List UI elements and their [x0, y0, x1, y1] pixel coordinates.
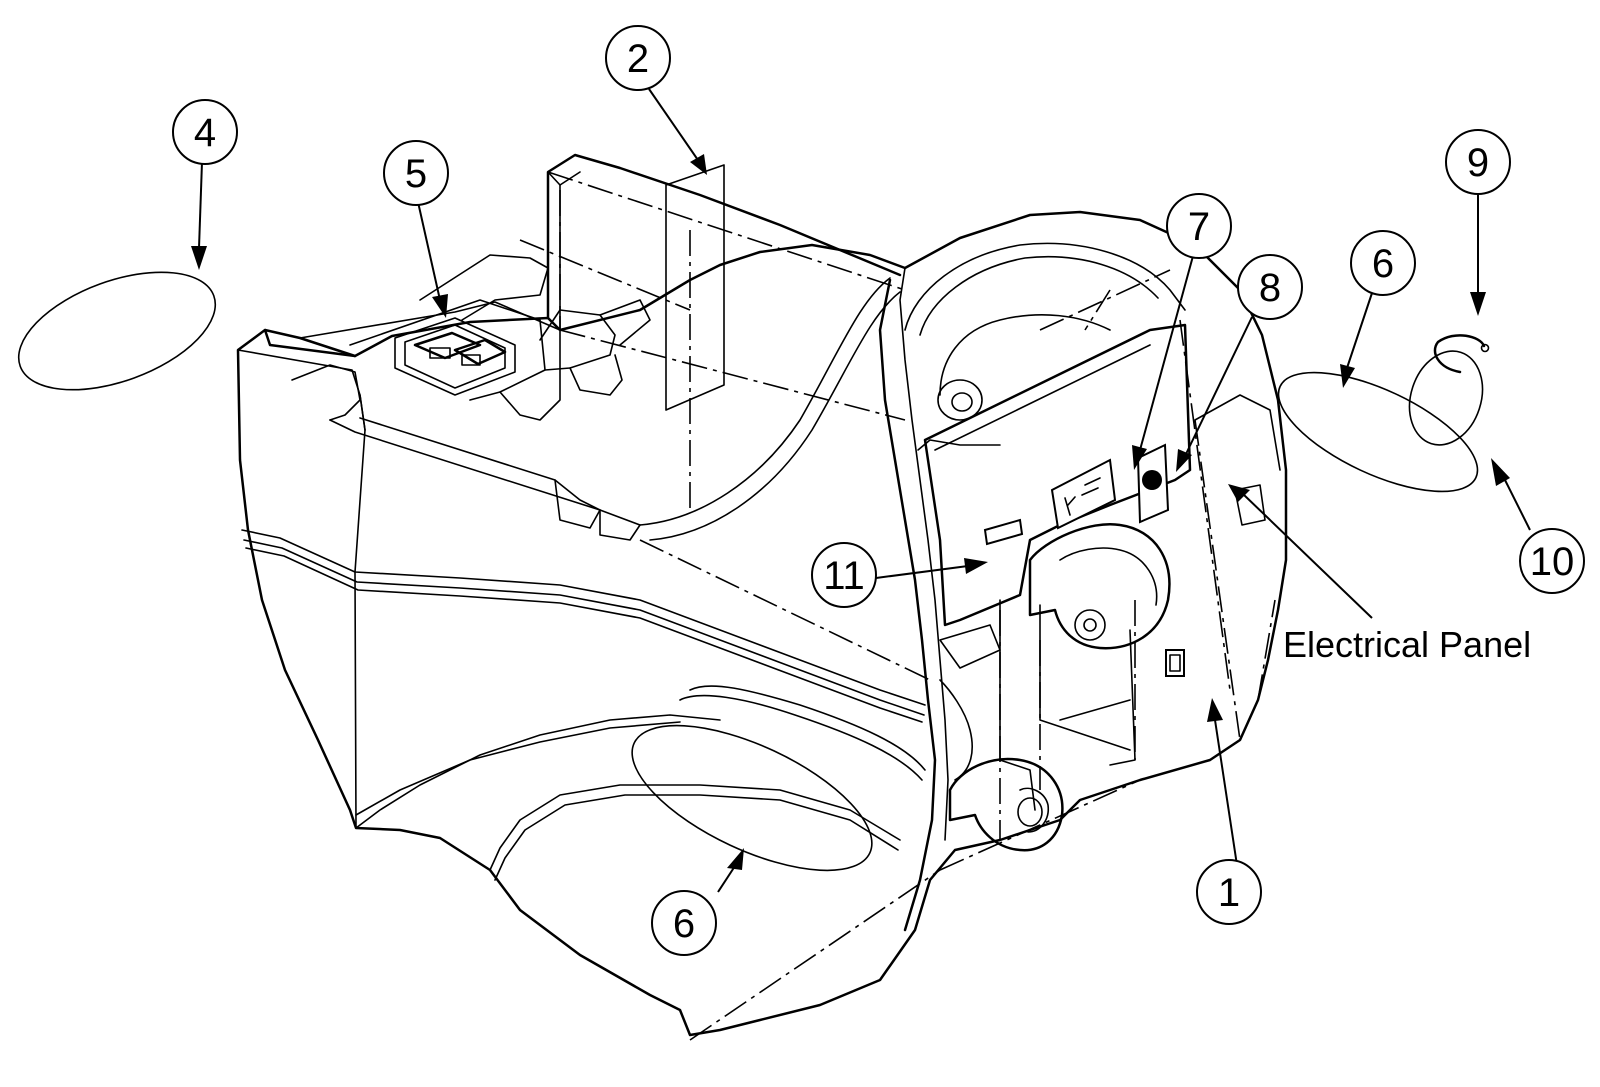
callout-bubble-10: 10 [1519, 528, 1585, 594]
callout-bubble-6-front: 6 [651, 890, 717, 956]
callout-label: 8 [1259, 266, 1281, 310]
oval-decal-item-6-front [631, 724, 873, 872]
callout-bubble-9: 9 [1445, 129, 1511, 195]
callout-bubble-4: 4 [172, 99, 238, 165]
oval-decal-item-6-right [1277, 371, 1479, 493]
electrical-panel-label: Electrical Panel [1283, 624, 1531, 665]
callout-label: 4 [194, 111, 216, 155]
leader-lines [191, 88, 1531, 893]
oval-decal-item-10 [1408, 350, 1484, 446]
callout-label: 6 [673, 902, 695, 946]
callout-bubble-5: 5 [383, 140, 449, 206]
callout-label: 5 [405, 152, 427, 196]
callout-bubble-7: 7 [1166, 193, 1232, 259]
clip-item-9 [1433, 334, 1486, 374]
callout-label: 10 [1530, 540, 1575, 584]
callout-bubble-8: 8 [1237, 254, 1303, 320]
callout-bubble-2: 2 [605, 25, 671, 91]
callout-label: 1 [1218, 871, 1240, 915]
loose-parts [17, 164, 1490, 872]
callout-label: 6 [1372, 242, 1394, 286]
callout-label: 9 [1467, 141, 1489, 185]
oval-decal-item-4 [17, 271, 217, 391]
callout-bubble-6-right: 6 [1350, 230, 1416, 296]
callout-label: 2 [627, 37, 649, 81]
callout-label: 11 [823, 554, 865, 598]
callout-label: 7 [1188, 205, 1210, 249]
callout-bubble-11: 11 [811, 542, 877, 608]
callout-bubble-1: 1 [1196, 859, 1262, 925]
machine-body [236, 153, 1288, 1041]
